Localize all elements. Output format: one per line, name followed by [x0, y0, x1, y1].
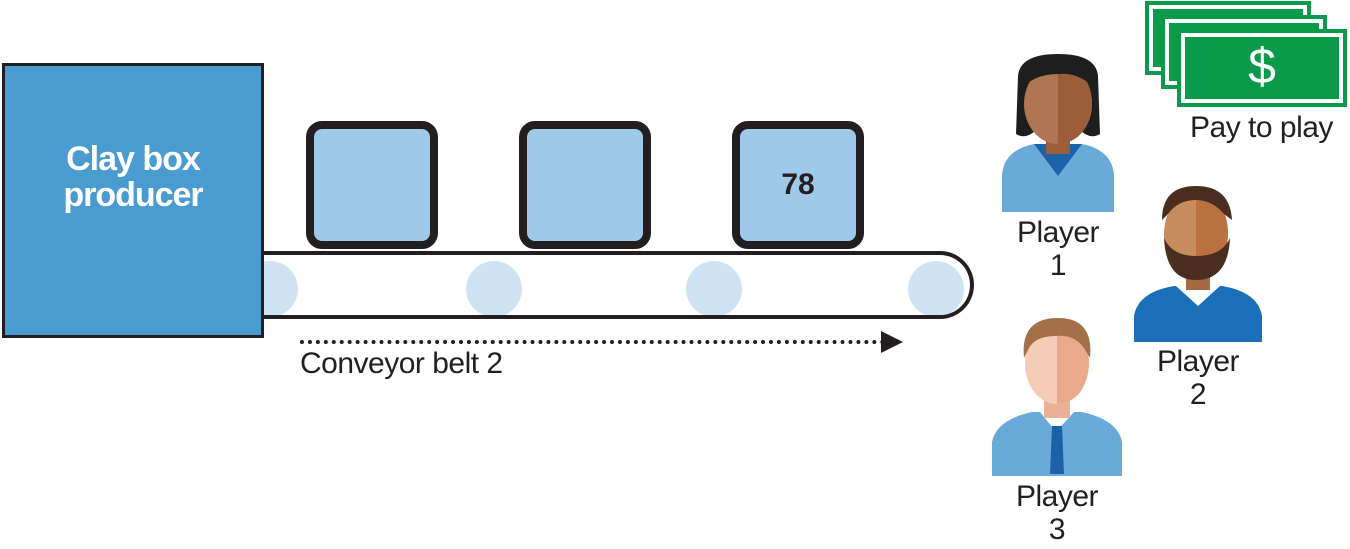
clay-box-label: 78: [781, 168, 815, 201]
player-3-label: Player 3: [1015, 480, 1099, 546]
dollar-sign: $: [1248, 38, 1276, 94]
belt-roller: [466, 261, 522, 315]
clay-box: [519, 121, 651, 249]
belt-roller: [264, 261, 298, 315]
conveyor-belt-label: Conveyor belt 2: [300, 347, 503, 380]
direction-arrow-line: [300, 340, 885, 344]
belt-roller: [686, 261, 742, 315]
belt-roller: [908, 261, 964, 315]
clay-box: 78: [732, 121, 864, 249]
pay-to-play-label: Pay to play: [1190, 111, 1333, 144]
player-2-avatar-icon: [1134, 186, 1262, 342]
money-bills-icon: $: [1145, 1, 1347, 107]
clay-box-producer: Clay box producer: [2, 63, 264, 338]
producer-label: Clay box producer: [63, 139, 203, 214]
player-2-label: Player 2: [1156, 345, 1240, 411]
player-1-avatar-icon: [1002, 54, 1114, 212]
conveyor-belt: [264, 251, 974, 319]
clay-box: [306, 121, 438, 249]
player-3-avatar-icon: [992, 318, 1122, 476]
direction-arrow-head: [881, 331, 903, 353]
player-1-label: Player 1: [1016, 216, 1100, 282]
